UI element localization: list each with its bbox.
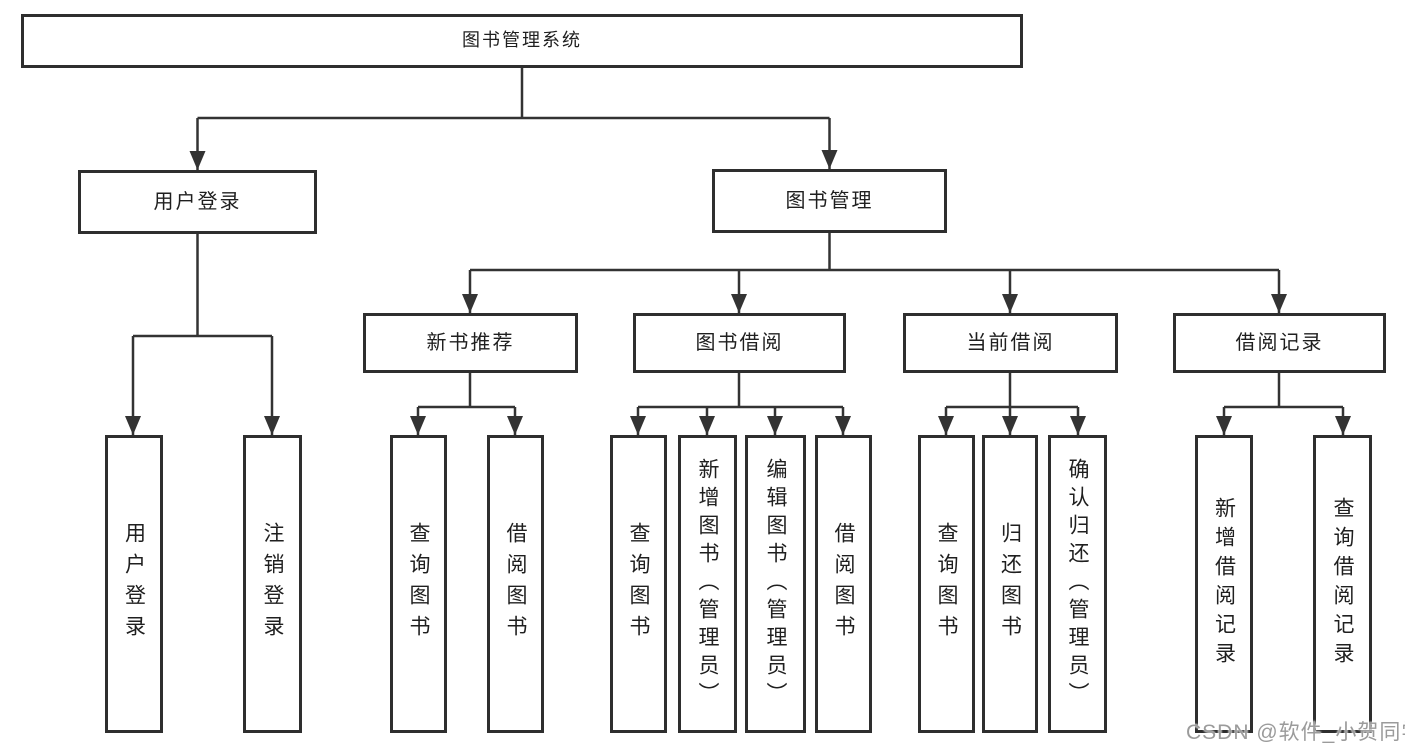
leaf-borrowing-query-books: 查询图书	[610, 435, 667, 733]
leaf-borrowing-borrow-books: 借阅图书	[815, 435, 872, 733]
node-new-book-recommendation: 新书推荐	[363, 313, 578, 373]
node-borrowing-records: 借阅记录	[1173, 313, 1386, 373]
leaf-confirm-return-admin: 确认归还（管理员）	[1048, 435, 1107, 733]
leaf-current-query-books: 查询图书	[918, 435, 975, 733]
csdn-watermark: CSDN @软件_小贺同学	[1186, 721, 1405, 744]
leaf-return-books: 归还图书	[982, 435, 1038, 733]
connector-arrows	[125, 118, 1351, 435]
leaf-recommend-query-books: 查询图书	[390, 435, 447, 733]
node-book-management: 图书管理	[712, 169, 947, 233]
leaf-logout: 注销登录	[243, 435, 302, 733]
node-current-borrowing: 当前借阅	[903, 313, 1118, 373]
node-book-borrowing: 图书借阅	[633, 313, 846, 373]
leaf-add-borrow-record: 新增借阅记录	[1195, 435, 1253, 733]
leaf-edit-books-admin: 编辑图书（管理员）	[745, 435, 806, 733]
connector-trunk-lines	[133, 68, 1343, 409]
leaf-query-borrow-record: 查询借阅记录	[1313, 435, 1372, 733]
node-user-login: 用户登录	[78, 170, 317, 234]
leaf-add-books-admin: 新增图书（管理员）	[678, 435, 737, 733]
leaf-user-login: 用户登录	[105, 435, 163, 733]
leaf-recommend-borrow-books: 借阅图书	[487, 435, 544, 733]
node-library-management-system: 图书管理系统	[21, 14, 1023, 68]
